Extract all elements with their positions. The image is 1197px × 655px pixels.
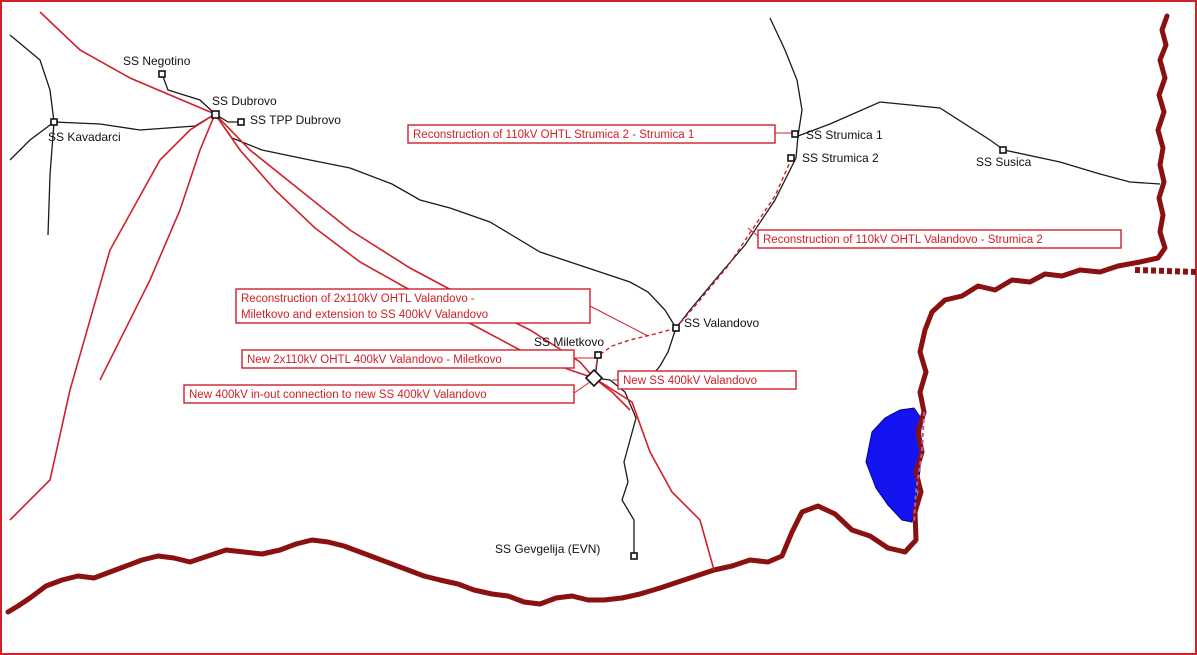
- node-kavadarci: [50, 118, 58, 126]
- svg-text:Miletkovo and extension to SS: Miletkovo and extension to SS 400kV Vala…: [241, 309, 488, 321]
- node-valandovo: [672, 324, 680, 332]
- label-miletkovo: SS Miletkovo: [534, 335, 604, 349]
- annotation-new-2x110: New 2x110kV OHTL 400kV Valandovo - Milet…: [241, 349, 575, 369]
- label-susica: SS Susica: [976, 155, 1032, 169]
- substation-nodes: [50, 70, 1007, 560]
- reconstruction-lines: [593, 161, 791, 379]
- svg-text:New 2x110kV OHTL 400kV Valando: New 2x110kV OHTL 400kV Valandovo - Milet…: [247, 354, 502, 366]
- node-gevgelija: [630, 552, 638, 560]
- svg-text:New 400kV in-out connection to: New 400kV in-out connection to new SS 40…: [189, 389, 487, 401]
- node-strumica1: [791, 130, 799, 138]
- node-susica: [999, 146, 1007, 154]
- label-tpp-dubrovo: SS TPP Dubrovo: [250, 113, 341, 127]
- annotation-leaders: [573, 132, 796, 394]
- label-valandovo: SS Valandovo: [684, 316, 759, 330]
- annotation-new-ss: New SS 400kV Valandovo: [617, 370, 797, 390]
- label-kavadarci: SS Kavadarci: [48, 130, 121, 144]
- svg-text:Reconstruction of 2x110kV OHTL: Reconstruction of 2x110kV OHTL Valandovo…: [241, 293, 475, 305]
- svg-text:Reconstruction of 110kV OHTL V: Reconstruction of 110kV OHTL Valandovo -…: [763, 234, 1043, 246]
- svg-text:New SS 400kV Valandovo: New SS 400kV Valandovo: [623, 375, 757, 387]
- state-border: [5, 13, 1170, 615]
- substation-labels: SS Negotino SS Dubrovo SS TPP Dubrovo SS…: [48, 54, 1032, 556]
- node-miletkovo: [594, 351, 602, 359]
- annotation-valandovo-strumica: Reconstruction of 110kV OHTL Valandovo -…: [757, 229, 1122, 249]
- svg-text:Reconstruction of 110kV OHTL S: Reconstruction of 110kV OHTL Strumica 2 …: [413, 129, 694, 141]
- node-strumica2: [787, 154, 795, 162]
- label-strumica1: SS Strumica 1: [806, 128, 883, 142]
- annotation-miletkovo-reconstruction: Reconstruction of 2x110kV OHTL Valandovo…: [235, 288, 591, 324]
- label-negotino: SS Negotino: [123, 54, 191, 68]
- label-dubrovo: SS Dubrovo: [212, 94, 277, 108]
- annotation-new-inout: New 400kV in-out connection to new SS 40…: [183, 384, 575, 404]
- state-border-east: [1134, 267, 1197, 275]
- annotation-strumica: Reconstruction of 110kV OHTL Strumica 2 …: [407, 124, 776, 144]
- node-negotino: [158, 70, 166, 78]
- lake: [865, 407, 922, 523]
- label-strumica2: SS Strumica 2: [802, 151, 879, 165]
- node-dubrovo: [211, 110, 220, 119]
- node-new-ss-400kv: [584, 368, 604, 388]
- label-gevgelija: SS Gevgelija (EVN): [495, 542, 600, 556]
- node-tpp-dubrovo: [237, 118, 245, 126]
